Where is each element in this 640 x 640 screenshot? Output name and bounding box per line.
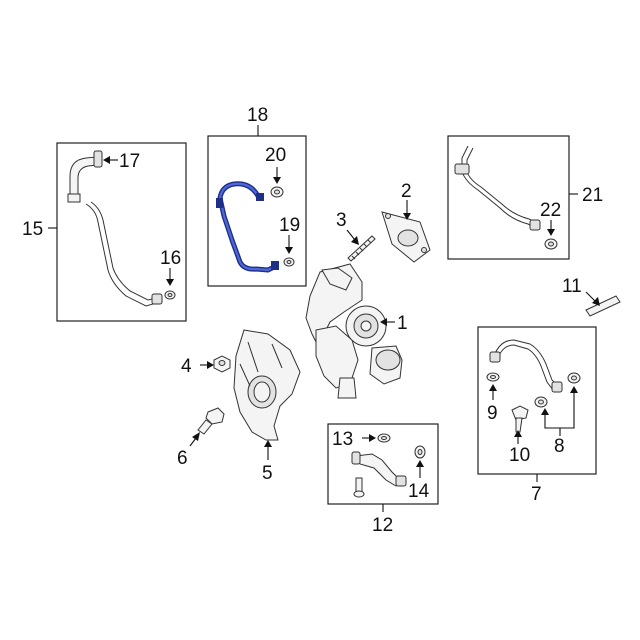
callout-10[interactable]: 10 (509, 445, 530, 466)
washer-part-9[interactable] (486, 372, 500, 382)
callout-2[interactable]: 2 (401, 181, 412, 202)
coolant-line-highlighted[interactable] (216, 181, 279, 273)
callout-16[interactable]: 16 (160, 248, 181, 269)
stud-part-3[interactable] (347, 235, 376, 262)
callout-3[interactable]: 3 (336, 210, 347, 231)
washer-part-22[interactable] (544, 238, 558, 250)
washer-part-20[interactable] (270, 186, 284, 198)
callout-7[interactable]: 7 (531, 484, 542, 505)
group-box-18 (207, 135, 307, 287)
washer-pair-part-8[interactable] (534, 372, 581, 408)
callout-19[interactable]: 19 (279, 215, 300, 236)
callout-9[interactable]: 9 (487, 403, 498, 424)
washer-part-16[interactable] (164, 290, 176, 300)
callout-13[interactable]: 13 (332, 429, 353, 450)
callout-5[interactable]: 5 (262, 463, 273, 484)
washer-part-14[interactable] (414, 445, 426, 459)
callout-14[interactable]: 14 (408, 481, 430, 502)
callout-6[interactable]: 6 (177, 448, 188, 469)
group-box-15 (56, 142, 187, 322)
heat-shield-part-5[interactable] (233, 329, 301, 441)
hose-elbow-part-17[interactable] (67, 150, 103, 203)
callout-17[interactable]: 17 (119, 151, 140, 172)
gasket-part-2[interactable] (381, 211, 431, 263)
oil-feed-tube[interactable] (85, 201, 163, 307)
bolt-part-10[interactable] (511, 405, 529, 433)
callout-22[interactable]: 22 (540, 200, 561, 221)
callout-8[interactable]: 8 (554, 436, 565, 457)
oil-return-tube[interactable] (454, 145, 541, 231)
callout-18[interactable]: 18 (247, 105, 268, 126)
callout-4[interactable]: 4 (181, 356, 192, 377)
turbocharger-part-1[interactable] (305, 263, 403, 399)
callout-11[interactable]: 11 (562, 276, 582, 297)
callout-12[interactable]: 12 (372, 515, 393, 536)
coolant-tube-part-12[interactable] (351, 451, 407, 498)
bolt-part-6[interactable] (197, 407, 225, 435)
callout-15[interactable]: 15 (22, 219, 43, 240)
group-box-21 (447, 135, 570, 260)
washer-part-19[interactable] (283, 257, 295, 267)
washer-part-13[interactable] (377, 433, 391, 443)
callout-20[interactable]: 20 (265, 145, 286, 166)
nut-part-4[interactable] (213, 355, 231, 373)
oil-line-part-7[interactable] (489, 339, 563, 393)
callout-21[interactable]: 21 (582, 185, 603, 206)
callout-1[interactable]: 1 (397, 313, 408, 334)
bracket-part-11[interactable] (585, 295, 621, 317)
